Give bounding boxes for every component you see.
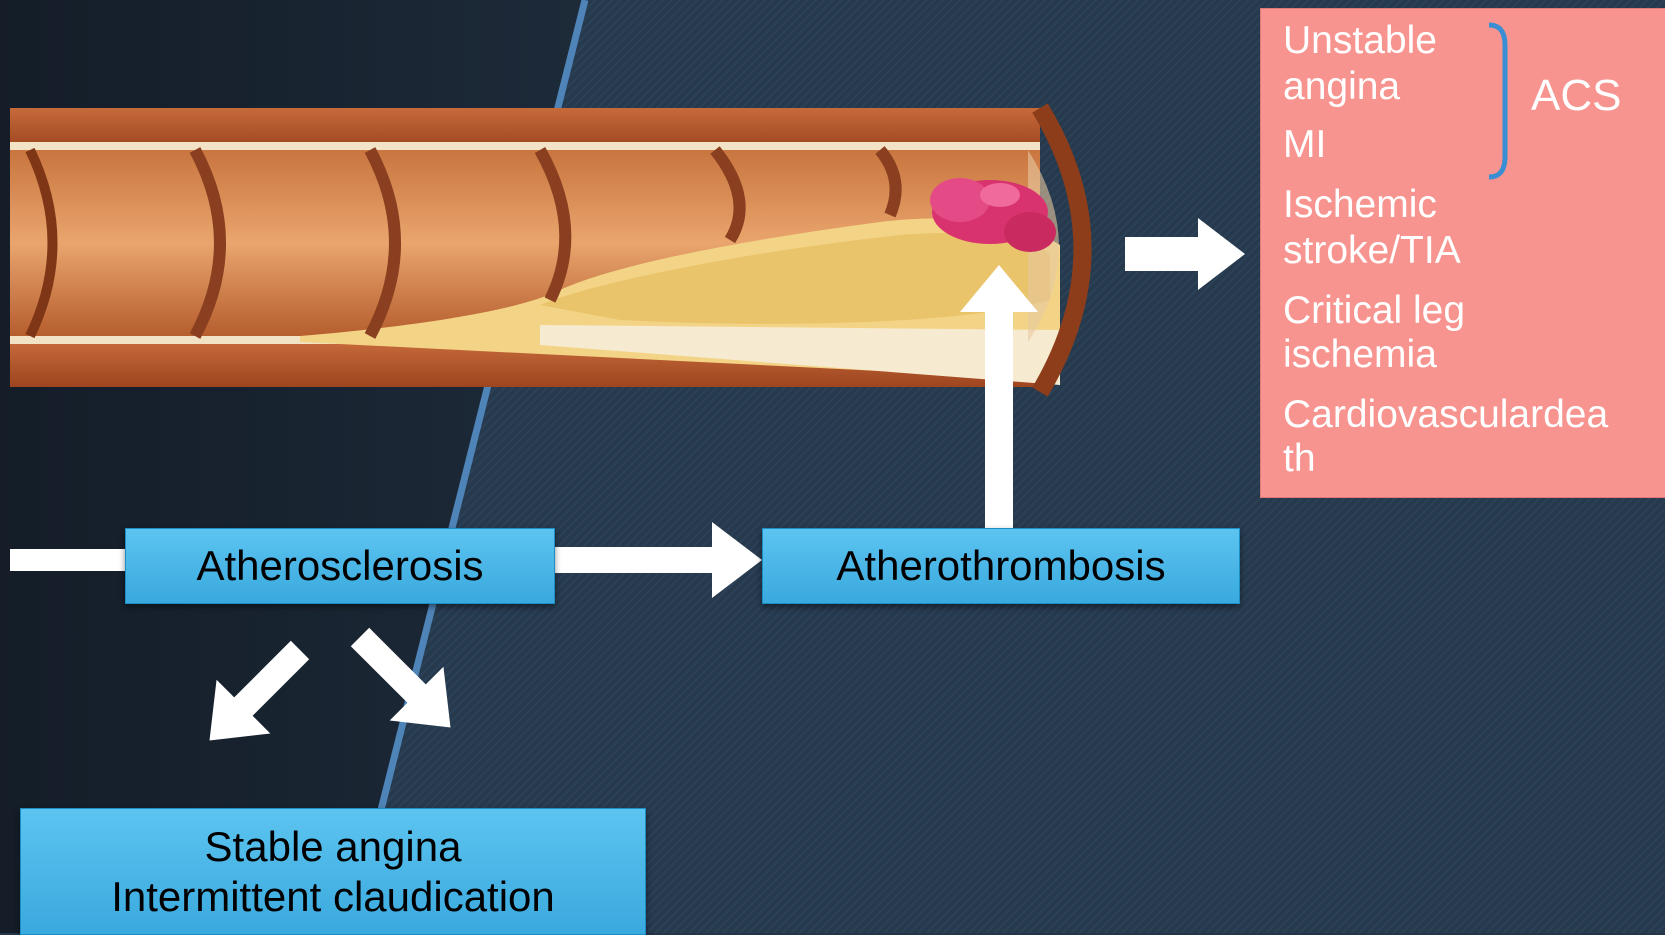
critical-leg-line2: ischemia <box>1283 333 1437 377</box>
stable-conditions-box: Stable angina Intermittent claudication <box>20 808 646 935</box>
atherosclerosis-label: Atherosclerosis <box>196 542 483 590</box>
acs-label: ACS <box>1531 71 1621 121</box>
mi-label: MI <box>1283 123 1326 167</box>
artery-illustration <box>10 108 1083 392</box>
ischemic-stroke-line1: Ischemic <box>1283 183 1437 227</box>
unstable-angina-line1: Unstable <box>1283 19 1437 63</box>
atherothrombosis-box: Atherothrombosis <box>762 528 1240 604</box>
cv-death-line2: th <box>1283 437 1316 481</box>
stable-angina-label: Stable angina <box>205 822 462 872</box>
atherosclerosis-box: Atherosclerosis <box>125 528 555 604</box>
acs-bracket <box>1483 21 1523 181</box>
unstable-angina-line2: angina <box>1283 65 1400 109</box>
intermittent-claudication-label: Intermittent claudication <box>111 872 555 922</box>
cv-death-line1: Cardiovasculardea <box>1283 393 1608 437</box>
acute-outcomes-box: Unstable angina MI ACS Ischemic stroke/T… <box>1260 8 1665 498</box>
entry-line <box>10 549 128 571</box>
atherothrombosis-label: Atherothrombosis <box>836 542 1165 590</box>
ischemic-stroke-line2: stroke/TIA <box>1283 229 1461 273</box>
critical-leg-line1: Critical leg <box>1283 289 1465 333</box>
